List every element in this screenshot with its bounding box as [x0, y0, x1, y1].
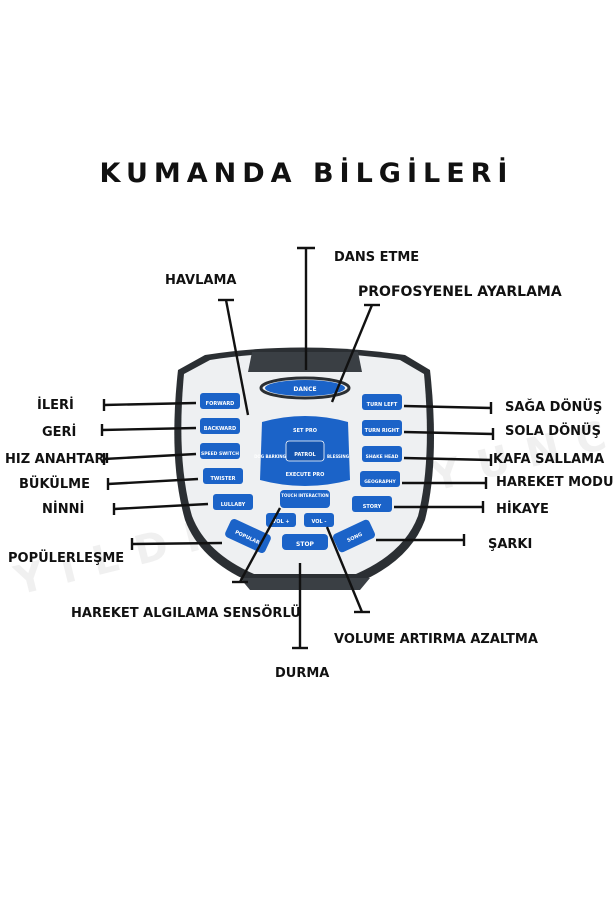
stop-button[interactable]: STOP	[282, 534, 328, 550]
label-stop: DURMA	[275, 666, 330, 681]
dog-barking-button[interactable]: DOG BARKING	[254, 454, 286, 459]
label-popular: POPÜLERLEŞME	[8, 551, 125, 566]
svg-text:BACKWARD: BACKWARD	[204, 426, 236, 432]
leader-lines	[100, 246, 495, 650]
patrol-button[interactable]: PATROL	[285, 440, 325, 462]
label-speed: HIZ ANAHTARI	[5, 452, 110, 467]
label-volume: VOLUME ARTIRMA AZALTMA	[334, 632, 538, 647]
turn-right-button[interactable]: TURN RIGHT	[362, 420, 402, 436]
shake-head-button[interactable]: SHAKE HEAD	[362, 446, 402, 462]
blessing-button[interactable]: BLESSING	[327, 454, 349, 459]
label-dance: DANS ETME	[334, 250, 420, 265]
svg-text:SPEED SWITCH: SPEED SWITCH	[201, 451, 239, 457]
svg-text:VOL +: VOL +	[272, 519, 289, 525]
svg-text:LULLABY: LULLABY	[221, 502, 246, 508]
backward-button[interactable]: BACKWARD	[200, 418, 240, 434]
label-backward: GERİ	[42, 425, 77, 440]
svg-text:TURN LEFT: TURN LEFT	[367, 402, 398, 408]
svg-text:EXECUTE PRO: EXECUTE PRO	[286, 472, 325, 478]
svg-text:SET PRO: SET PRO	[293, 428, 317, 434]
svg-text:PATROL: PATROL	[294, 452, 316, 458]
svg-text:TOUCH INTERACTION: TOUCH INTERACTION	[281, 493, 328, 498]
label-forward: İLERİ	[37, 398, 74, 413]
svg-text:STORY: STORY	[363, 504, 382, 510]
svg-text:TWISTER: TWISTER	[210, 476, 235, 482]
svg-text:DOG BARKING: DOG BARKING	[254, 454, 286, 459]
speed-switch-button[interactable]: SPEED SWITCH	[200, 443, 240, 459]
twister-button[interactable]: TWISTER	[203, 468, 243, 484]
song-button[interactable]: SONG	[332, 518, 377, 553]
lullaby-button[interactable]: LULLABY	[213, 494, 253, 510]
set-pro-button[interactable]: SET PRO	[293, 428, 317, 434]
label-twist: BÜKÜLME	[19, 477, 90, 492]
svg-text:FORWARD: FORWARD	[206, 401, 235, 407]
dance-button[interactable]: DANCE	[293, 386, 316, 393]
label-pro-setup: PROFOSYENEL AYARLAMA	[358, 284, 562, 300]
label-turn-right: SAĞA DÖNÜŞ	[505, 400, 603, 415]
story-button[interactable]: STORY	[352, 496, 392, 512]
label-turn-left: SOLA DÖNÜŞ	[505, 424, 601, 439]
svg-text:TURN RIGHT: TURN RIGHT	[365, 428, 400, 434]
svg-text:BLESSING: BLESSING	[327, 454, 349, 459]
svg-text:STOP: STOP	[296, 541, 315, 548]
vol-minus-button[interactable]: VOL -	[304, 513, 334, 527]
svg-text:SHAKE HEAD: SHAKE HEAD	[366, 454, 399, 460]
execute-pro-button[interactable]: EXECUTE PRO	[286, 472, 325, 478]
label-shake-head: KAFA SALLAMA	[493, 452, 605, 467]
touch-interaction-button[interactable]: TOUCH INTERACTION	[280, 490, 330, 508]
label-lullaby: NİNNİ	[42, 502, 85, 517]
label-motion-sensor: HAREKET ALGILAMA SENSÖRLÜ	[71, 606, 301, 621]
turn-left-button[interactable]: TURN LEFT	[362, 394, 402, 410]
label-song: ŞARKI	[488, 537, 533, 552]
svg-text:DANCE: DANCE	[293, 386, 316, 393]
vol-plus-button[interactable]: VOL +	[266, 513, 296, 527]
forward-button[interactable]: FORWARD	[200, 393, 240, 409]
svg-text:GEOGRAPHY: GEOGRAPHY	[364, 479, 396, 485]
label-barking: HAVLAMA	[165, 273, 237, 288]
geography-button[interactable]: GEOGRAPHY	[360, 471, 400, 487]
svg-text:VOL -: VOL -	[311, 519, 326, 525]
page-title: KUMANDA BİLGİLERİ	[99, 158, 514, 189]
label-story: HİKAYE	[496, 502, 549, 517]
label-motion-mode: HAREKET MODU	[496, 475, 613, 490]
